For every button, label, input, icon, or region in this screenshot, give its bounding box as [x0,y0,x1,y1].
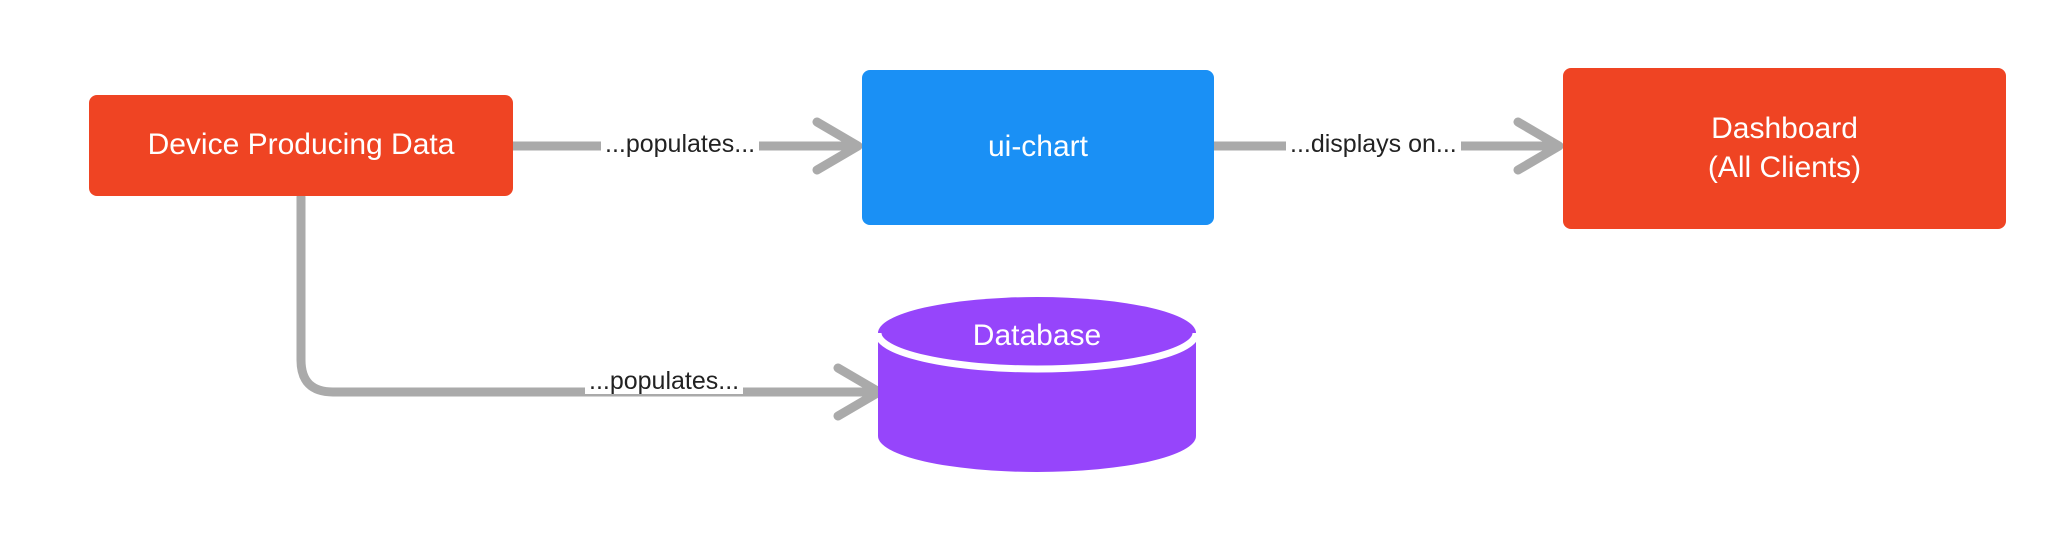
edge-line [296,192,871,397]
edge-label-device-to-uichart: ...populates... [601,132,760,157]
cylinder-top [878,297,1196,369]
edge-label-uichart-to-dashboard: ...displays on... [1286,132,1461,157]
cylinder-shape-icon [874,297,1200,472]
node-label: Device Producing Data [147,128,455,162]
cylinder-rim [874,332,1200,373]
edge-label-device-to-database: ...populates... [585,369,744,394]
node-database[interactable]: Database [874,297,1200,472]
node-label: Dashboard (All Clients) [1707,112,1862,184]
arrowhead-icon [1513,117,1564,175]
arrowhead-icon [812,117,863,175]
node-dashboard[interactable]: Dashboard (All Clients) [1563,68,2006,229]
node-ui-chart[interactable]: ui-chart [862,70,1214,225]
node-label: ui-chart [987,130,1089,164]
node-device-producing-data[interactable]: Device Producing Data [89,95,513,196]
